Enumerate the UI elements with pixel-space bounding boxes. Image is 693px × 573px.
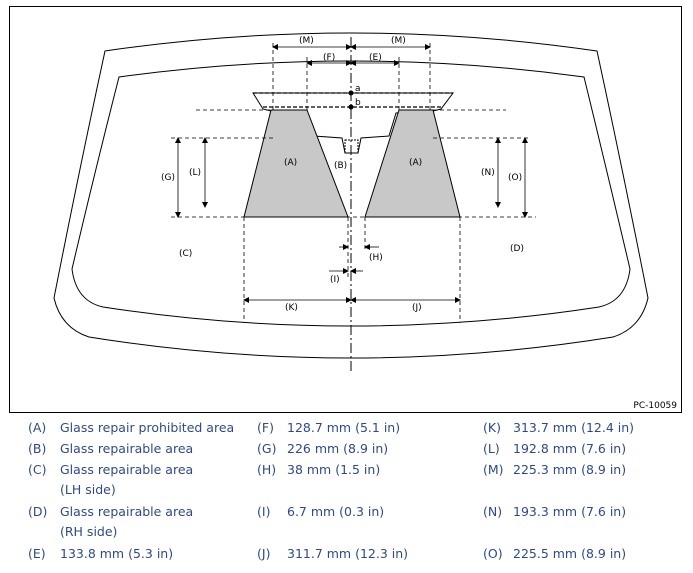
- label-g: (G): [161, 173, 175, 183]
- label-d: (D): [510, 244, 524, 254]
- legend-text-line1: 225.3 mm (8.9 in): [513, 462, 627, 477]
- windshield-inner-edge: [71, 60, 631, 327]
- legend-code: (D): [28, 504, 48, 519]
- legend-text-line1: 192.8 mm (7.6 in): [513, 441, 627, 456]
- legend-text-line1: 226 mm (8.9 in): [287, 441, 389, 456]
- legend-text: 225.5 mm (8.9 in): [513, 546, 626, 561]
- legend-code: (N): [483, 504, 503, 519]
- bottom-dimension-lines: [243, 244, 461, 303]
- legend-text-line1: Glass repair prohibited area: [60, 420, 235, 435]
- label-o: (O): [508, 173, 522, 183]
- legend-code: (B): [28, 441, 47, 456]
- legend-text-line2: (LH side): [60, 482, 116, 497]
- windshield-diagram: (M) (M) (F) (E) a b (A) (A) (B) (G) (L) …: [53, 32, 649, 371]
- windshield-outer-edge: [53, 32, 649, 359]
- legend-code: (A): [28, 420, 47, 435]
- legend-text: 193.3 mm (7.6 in): [513, 504, 626, 519]
- legend-text-line1: 128.7 mm (5.1 in): [287, 420, 401, 435]
- legend-code: (F): [257, 420, 274, 435]
- label-l: (L): [189, 168, 201, 178]
- label-j: (J): [412, 303, 422, 313]
- label-b-point: b: [355, 98, 361, 108]
- legend-text-line1: 225.5 mm (8.9 in): [513, 546, 627, 561]
- legend-text: Glass repair prohibited area: [60, 420, 234, 435]
- legend-code: (G): [257, 441, 277, 456]
- diagram-frame: (M) (M) (F) (E) a b (A) (A) (B) (G) (L) …: [9, 6, 682, 413]
- legend-text-line1: 38 mm (1.5 in): [287, 462, 381, 477]
- legend-text: 226 mm (8.9 in): [287, 441, 388, 456]
- label-k: (K): [285, 303, 298, 313]
- label-n: (N): [481, 168, 495, 178]
- side-extension-lines: [171, 109, 536, 323]
- legend-text: 225.3 mm (8.9 in): [513, 462, 626, 477]
- diagram-code: PC-10059: [633, 401, 677, 411]
- legend-text-line1: 313.7 mm (12.4 in): [513, 420, 635, 435]
- label-m-left: (M): [299, 36, 314, 46]
- label-a-right: (A): [409, 158, 422, 168]
- legend-code: (M): [483, 462, 504, 477]
- label-i: (I): [330, 275, 340, 285]
- legend-code: (E): [28, 546, 46, 561]
- legend-text: 313.7 mm (12.4 in): [513, 420, 634, 435]
- legend-code: (J): [257, 546, 271, 561]
- legend-text-line2: (RH side): [60, 524, 118, 539]
- vertical-dimension-lines: [175, 137, 528, 218]
- legend-text-line1: 133.8 mm (5.3 in): [60, 546, 174, 561]
- legend-text-line1: Glass repairable area: [60, 441, 194, 456]
- legend-code: (I): [257, 504, 271, 519]
- legend-text-line1: 311.7 mm (12.3 in): [287, 546, 409, 561]
- legend-text: 38 mm (1.5 in): [287, 462, 380, 477]
- legend-text: 6.7 mm (0.3 in): [287, 504, 384, 519]
- label-e: (E): [369, 53, 382, 63]
- legend-text-line1: Glass repairable area: [60, 462, 194, 477]
- point-b: [348, 104, 354, 110]
- legend-code: (H): [257, 462, 277, 477]
- legend-text-line1: Glass repairable area: [60, 504, 194, 519]
- legend-text: 133.8 mm (5.3 in): [60, 546, 173, 561]
- label-b-area: (B): [334, 161, 347, 171]
- legend-text-line1: 193.3 mm (7.6 in): [513, 504, 627, 519]
- label-a-point: a: [355, 84, 361, 94]
- legend-text: Glass repairable area: [60, 441, 193, 456]
- legend-text: 128.7 mm (5.1 in): [287, 420, 400, 435]
- label-c: (C): [179, 249, 192, 259]
- label-m-right: (M): [391, 36, 406, 46]
- legend-text: 192.8 mm (7.6 in): [513, 441, 626, 456]
- legend-code: (C): [28, 462, 47, 477]
- legend: (A) Glass repair prohibited area (B) Glass …: [0, 420, 693, 570]
- legend-code: (O): [483, 546, 503, 561]
- top-dimension-lines: [272, 44, 431, 66]
- legend-text: Glass repairable area (LH side): [60, 462, 193, 497]
- legend-text-line1: 6.7 mm (0.3 in): [287, 504, 385, 519]
- legend-code: (K): [483, 420, 501, 435]
- legend-code: (L): [483, 441, 500, 456]
- legend-text: 311.7 mm (12.3 in): [287, 546, 408, 561]
- label-h: (H): [369, 253, 383, 263]
- point-a: [348, 90, 354, 96]
- label-f: (F): [323, 53, 335, 63]
- legend-text: Glass repairable area (RH side): [60, 504, 193, 539]
- label-a-left: (A): [284, 158, 297, 168]
